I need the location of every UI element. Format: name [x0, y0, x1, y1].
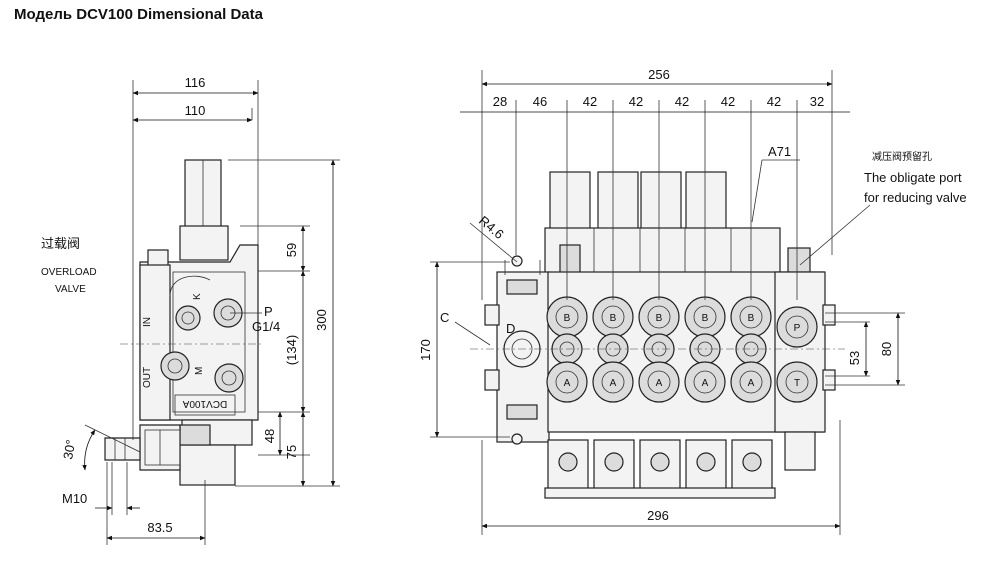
reducing-port-en-2: for reducing valve [864, 190, 967, 205]
sec5-port-b: B [748, 313, 755, 324]
outlet-port-p: P [794, 323, 801, 334]
front-inlet-plate: D [484, 255, 550, 445]
dim-42-b: 42 [629, 94, 643, 109]
sec3-port-b: B [656, 313, 663, 324]
dim-134: (134) [284, 335, 299, 365]
dim-80: 80 [879, 342, 894, 356]
side-valve-body: DCV100A IN OUT K M [139, 244, 259, 421]
outlet-port-t: T [794, 378, 800, 389]
dim-42-e: 42 [767, 94, 781, 109]
dim-48: 48 [262, 429, 277, 443]
dim-32: 32 [810, 94, 824, 109]
side-m-label: M [194, 367, 205, 375]
sec5-port-a: A [748, 378, 755, 389]
page-title: Модель DCV100 Dimensional Data [14, 6, 263, 23]
side-view: DCV100A IN OUT K M 116 110 [41, 75, 340, 545]
label-a71: A71 [768, 144, 791, 159]
front-handles [544, 171, 811, 274]
side-out-label: OUT [142, 367, 153, 388]
dim-m10: M10 [62, 491, 87, 506]
dim-296: 296 [647, 508, 669, 523]
dim-75: 75 [284, 445, 299, 459]
side-in-label: IN [142, 317, 153, 327]
front-label-d: D [506, 321, 515, 336]
side-lower-fitting [104, 419, 253, 486]
dim-46: 46 [533, 94, 547, 109]
section-4 [684, 296, 726, 403]
section-1 [546, 296, 588, 403]
overload-valve-en-1: OVERLOAD [41, 267, 97, 278]
label-r4-6: R4.6 [476, 213, 507, 242]
front-sections: B B B B B A A A A A P T [546, 271, 836, 433]
dim-170: 170 [418, 339, 433, 361]
dim-53: 53 [847, 351, 862, 365]
dim-300: 300 [314, 309, 329, 331]
side-port-g14: G1/4 [252, 319, 280, 334]
dim-110: 110 [185, 103, 206, 118]
dim-116: 116 [185, 75, 206, 90]
outlet-section [774, 271, 836, 433]
side-port-p: P [264, 304, 273, 319]
front-spool-caps [544, 431, 816, 499]
sec4-port-b: B [702, 313, 709, 324]
dim-30-deg: 30° [60, 439, 78, 461]
dim-42-a: 42 [583, 94, 597, 109]
section-5 [730, 296, 772, 403]
sec2-port-b: B [610, 313, 617, 324]
dim-42-d: 42 [721, 94, 735, 109]
sec1-port-a: A [564, 378, 571, 389]
side-handle [179, 159, 229, 261]
dim-59: 59 [284, 243, 299, 257]
dim-83-5: 83.5 [147, 520, 172, 535]
side-k-label: K [192, 293, 203, 300]
sec3-port-a: A [656, 378, 663, 389]
dim-42-c: 42 [675, 94, 689, 109]
section-2 [592, 296, 634, 403]
overload-valve-cn: 过载阀 [41, 236, 80, 251]
sec1-port-b: B [564, 313, 571, 324]
reducing-port-cn: 减压阀预留孔 [872, 150, 932, 163]
sec4-port-a: A [702, 378, 709, 389]
sec2-port-a: A [610, 378, 617, 389]
model-plate-label: DCV100A [182, 398, 227, 409]
front-view: D [418, 67, 967, 535]
dim-256: 256 [648, 67, 670, 82]
reducing-port-en-1: The obligate port [864, 170, 962, 185]
overload-valve-en-2: VALVE [55, 284, 86, 295]
dim-28: 28 [493, 94, 507, 109]
front-label-c: C [440, 310, 449, 325]
